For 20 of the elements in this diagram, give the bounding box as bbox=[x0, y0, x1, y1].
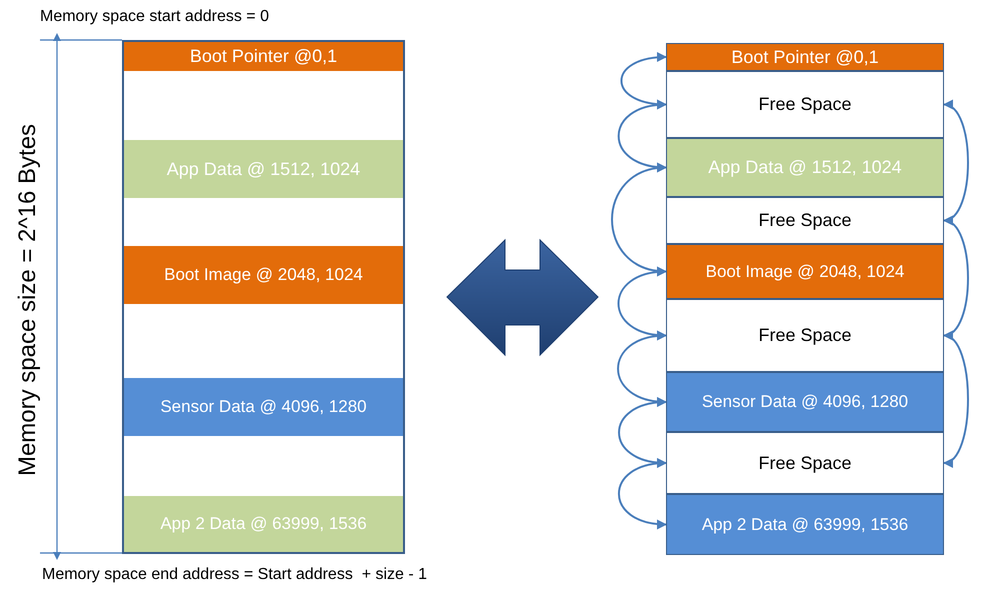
memory-block: Boot Image @ 2048, 1024 bbox=[124, 246, 403, 304]
memory-block: App 2 Data @ 63999, 1536 bbox=[124, 496, 403, 552]
curved-arrow bbox=[618, 458, 667, 529]
free-space-block: Free Space bbox=[666, 197, 944, 244]
memory-block: App Data @ 1512, 1024 bbox=[666, 138, 944, 197]
curved-arrow bbox=[943, 334, 969, 465]
memory-block: Sensor Data @ 4096, 1280 bbox=[124, 378, 403, 436]
memory-block: Boot Pointer @0,1 bbox=[666, 43, 944, 71]
dimension-label: Memory space size = 2^16 Bytes bbox=[14, 124, 42, 476]
free-space-block: Free Space bbox=[666, 432, 944, 494]
free-space-block: Free Space bbox=[666, 299, 944, 372]
address-note: Memory space start address = 0 bbox=[40, 8, 269, 26]
memory-block: App 2 Data @ 63999, 1536 bbox=[666, 494, 944, 555]
memory-block: Boot Pointer @0,1 bbox=[124, 42, 403, 71]
free-space-block: Free Space bbox=[666, 71, 944, 138]
memory-block: App Data @ 1512, 1024 bbox=[124, 140, 403, 198]
memory-block: Boot Image @ 2048, 1024 bbox=[666, 244, 944, 299]
memory-block: Sensor Data @ 4096, 1280 bbox=[666, 372, 944, 432]
memory-map-frame bbox=[122, 40, 405, 554]
address-note: Memory space end address = Start address + size - 1 bbox=[42, 566, 428, 584]
